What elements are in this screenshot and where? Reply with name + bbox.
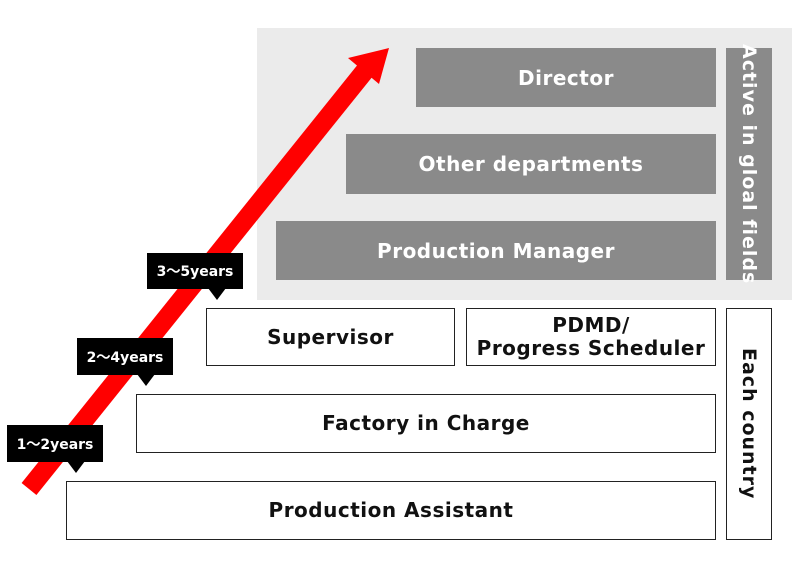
production-manager-box: Production Manager (276, 221, 716, 280)
production-assistant-label: Production Assistant (268, 498, 514, 522)
pdmd-label: PDMD/ (552, 313, 630, 337)
other-departments-box: Other departments (346, 134, 716, 194)
production-assistant-box: Production Assistant (66, 481, 716, 540)
global-fields-label: Active in gloal fields (738, 43, 760, 285)
tag-2-4-years: 2～4years (77, 338, 173, 375)
factory-in-charge-label: Factory in Charge (322, 411, 530, 435)
pdmd-progress-scheduler-box: PDMD/ Progress Scheduler (466, 308, 716, 366)
each-country-side-box: Each country (726, 308, 772, 540)
production-manager-label: Production Manager (377, 238, 615, 263)
other-departments-label: Other departments (418, 152, 644, 176)
director-box: Director (416, 48, 716, 107)
tag-2-4-years-label: 2～4years (86, 349, 164, 366)
progress-scheduler-label: Progress Scheduler (476, 336, 706, 360)
each-country-label: Each country (738, 348, 760, 500)
tag-3-5-years-label: 3～5years (156, 264, 234, 280)
global-fields-side-box: Active in gloal fields (726, 44, 772, 284)
tag-1-2-years-pointer (67, 461, 85, 473)
tag-1-2-years: 1～2years (7, 425, 103, 462)
director-label: Director (518, 65, 614, 90)
supervisor-label: Supervisor (267, 324, 394, 349)
tag-1-2-years-label: 1～2years (16, 436, 94, 453)
tag-3-5-years: 3～5years (147, 253, 243, 289)
arrow-head (348, 48, 389, 84)
tag-2-4-years-pointer (137, 374, 155, 386)
tag-3-5-years-pointer (208, 288, 226, 300)
factory-in-charge-box: Factory in Charge (136, 394, 716, 453)
supervisor-box: Supervisor (206, 308, 455, 366)
